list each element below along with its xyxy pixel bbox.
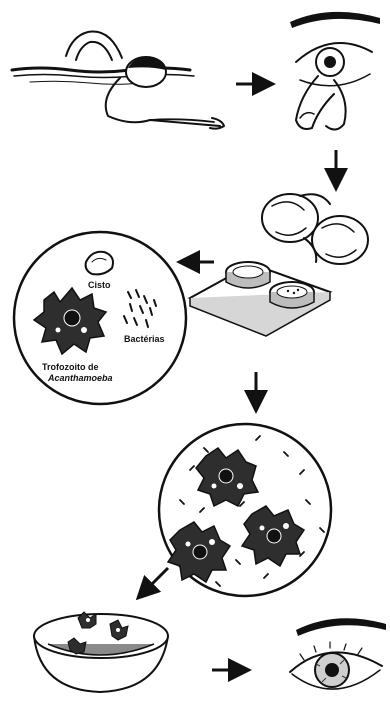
cyst-label: Cisto <box>88 280 111 290</box>
magnified-organisms-icon: Cisto Bactérias Trofozoito de Acanthamoe… <box>14 232 186 404</box>
bacteria-label: Bactérias <box>124 334 165 344</box>
infected-eye-icon <box>290 618 386 689</box>
trophozoite-label-line1: Trofozoito de <box>42 362 99 372</box>
lens-pair-icon <box>262 194 368 264</box>
cyst-icon <box>86 252 113 275</box>
petri-dish-icon <box>34 612 168 692</box>
arrow-icon <box>140 568 168 596</box>
eye-contact-lens-icon <box>290 12 380 130</box>
trophozoite-label-line2: Acanthamoeba <box>47 373 113 383</box>
lens-case-icon <box>190 262 330 336</box>
infected-culture-icon <box>159 424 331 596</box>
swimmer-icon <box>12 32 224 129</box>
